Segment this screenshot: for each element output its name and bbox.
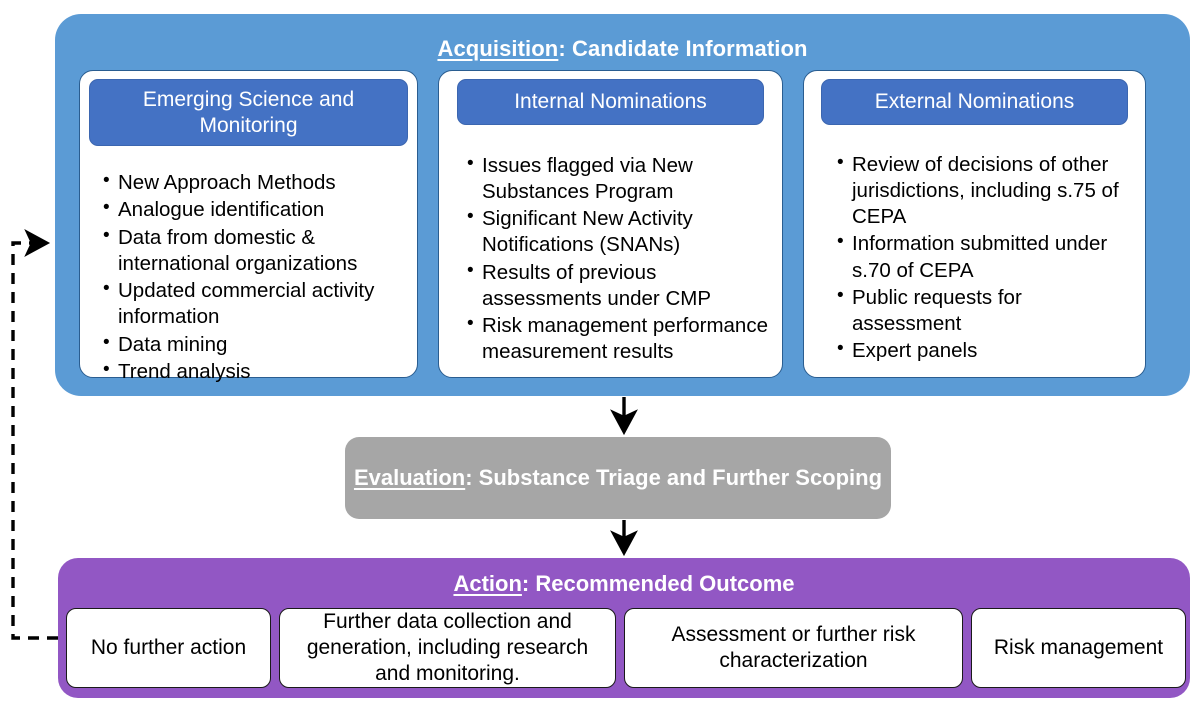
- list-item: Trend analysis: [103, 358, 408, 385]
- action-title-keyword: Action: [453, 571, 522, 596]
- card-header-emerging-science: Emerging Science and Monitoring: [89, 79, 408, 147]
- list-item: Analogue identification: [103, 196, 408, 223]
- dashed-feedback-arrow-icon: [11, 229, 58, 640]
- acquisition-cards-row: Emerging Science and Monitoring New Appr…: [79, 70, 1166, 383]
- evaluation-title-keyword: Evaluation: [353, 465, 466, 490]
- acquisition-title-keyword: Acquisition: [437, 36, 559, 61]
- card-external-nominations: External Nominations Review of decisions…: [803, 70, 1146, 378]
- action-section: Action: Recommended Outcome No further a…: [58, 558, 1190, 698]
- list-item: Results of previous assessments under CM…: [467, 259, 773, 312]
- list-item: Expert panels: [837, 337, 1136, 364]
- list-item: Significant New Activity Notifications (…: [467, 205, 773, 258]
- list-item: Risk management performance measurement …: [467, 312, 773, 365]
- acquisition-section: Acquisition: Candidate Information Emerg…: [55, 14, 1190, 396]
- card-header-internal-nominations: Internal Nominations: [457, 79, 764, 125]
- list-item: Public requests for assessment: [837, 284, 1136, 337]
- card-header-external-nominations: External Nominations: [821, 79, 1128, 125]
- outcome-assessment-or-risk-characterization: Assessment or further risk characterizat…: [624, 608, 963, 688]
- evaluation-title: Evaluation: Substance Triage and Further…: [354, 465, 882, 491]
- list-item: Data mining: [103, 331, 408, 358]
- list-item: Review of decisions of other jurisdictio…: [837, 151, 1136, 231]
- card-emerging-science-and-monitoring: Emerging Science and Monitoring New Appr…: [79, 70, 418, 383]
- action-title-rest: : Recommended Outcome: [521, 571, 795, 596]
- acquisition-title-rest: : Candidate Information: [558, 36, 808, 61]
- outcome-further-data-collection: Further data collection and generation, …: [279, 608, 616, 688]
- card-bullet-list-emerging-science: New Approach Methods Analogue identifica…: [89, 169, 408, 386]
- list-item: Updated commercial activity information: [103, 277, 408, 330]
- card-internal-nominations: Internal Nominations Issues flagged via …: [438, 70, 783, 378]
- outcome-risk-management: Risk management: [971, 608, 1186, 688]
- evaluation-section: Evaluation: Substance Triage and Further…: [345, 437, 891, 519]
- list-item: Data from domestic & international organ…: [103, 224, 408, 277]
- list-item: New Approach Methods: [103, 169, 408, 196]
- acquisition-title: Acquisition: Candidate Information: [55, 36, 1190, 62]
- outcome-no-further-action: No further action: [66, 608, 271, 688]
- action-title: Action: Recommended Outcome: [58, 571, 1190, 597]
- action-outcomes-row: No further action Further data collectio…: [66, 608, 1186, 688]
- list-item: Information submitted under s.70 of CEPA: [837, 230, 1136, 283]
- evaluation-title-rest: : Substance Triage and Further Scoping: [465, 465, 883, 490]
- card-bullet-list-internal-nominations: Issues flagged via New Substances Progra…: [448, 152, 773, 367]
- card-bullet-list-external-nominations: Review of decisions of other jurisdictio…: [813, 151, 1136, 366]
- list-item: Issues flagged via New Substances Progra…: [467, 152, 773, 205]
